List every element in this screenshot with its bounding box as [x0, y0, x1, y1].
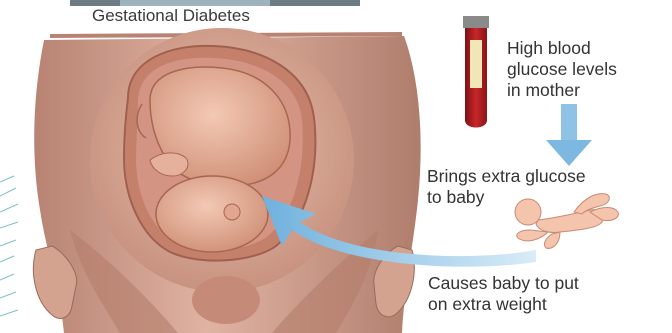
step-line: to baby	[427, 187, 586, 208]
step-high-blood-glucose: High blood glucose levels in mother	[507, 38, 617, 101]
step-extra-weight: Causes baby to put on extra weight	[428, 273, 579, 315]
edge-decoration	[0, 176, 18, 316]
step-line: on extra weight	[428, 294, 579, 315]
down-arrow-icon	[546, 104, 592, 166]
step-line: in mother	[507, 80, 617, 101]
diagram-title: Gestational Diabetes	[92, 6, 250, 26]
step-line: Brings extra glucose	[427, 166, 586, 187]
step-extra-glucose: Brings extra glucose to baby	[427, 166, 586, 208]
step-line: Causes baby to put	[428, 273, 579, 294]
blood-tube-icon	[463, 16, 489, 128]
step-line: glucose levels	[507, 59, 617, 80]
step-line: High blood	[507, 38, 617, 59]
